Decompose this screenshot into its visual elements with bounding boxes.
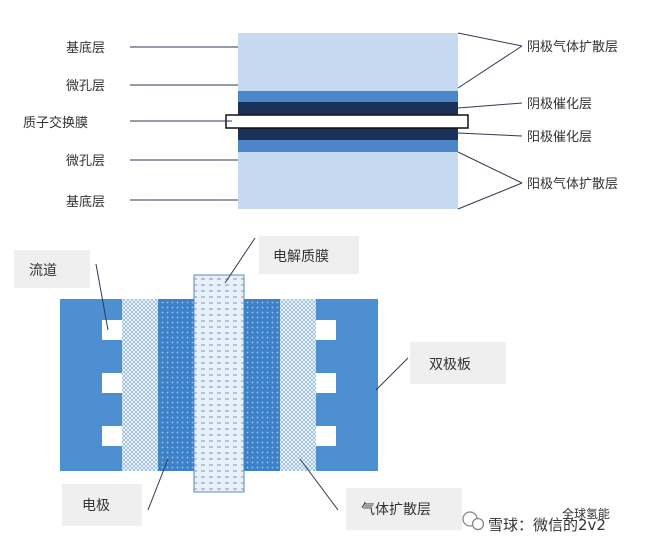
flow-channel-right-3 bbox=[316, 426, 336, 446]
label-bipolar-plate: 双极板 bbox=[429, 357, 471, 373]
label-box-gas-diffusion-layer bbox=[346, 488, 462, 530]
label-cathode-catalyst: 阴极催化层 bbox=[527, 97, 592, 112]
label-flow-channel: 流道 bbox=[29, 263, 57, 279]
catalyst-layer-cathode bbox=[238, 102, 458, 115]
top-right-labels: 阴极气体扩散层 阴极催化层 阳极催化层 阳极气体扩散层 bbox=[527, 39, 618, 192]
flow-channel-left-3 bbox=[102, 426, 122, 446]
electrode-right bbox=[244, 299, 280, 471]
label-anode-gdl: 阳极气体扩散层 bbox=[527, 176, 618, 192]
catalyst-layer-anode bbox=[238, 127, 458, 140]
top-left-labels: 基底层 微孔层 质子交换膜 微孔层 基底层 bbox=[23, 40, 105, 210]
label-box-bipolar-plate bbox=[410, 342, 506, 384]
flow-channel-left-2 bbox=[102, 373, 122, 393]
label-microporous-top: 微孔层 bbox=[66, 79, 105, 94]
watermark: 全球氢能 雪球：微信的2v2 bbox=[462, 506, 610, 534]
mea-cross-section bbox=[225, 33, 469, 209]
label-electrolyte-membrane: 电解质膜 bbox=[273, 249, 329, 265]
watermark-right: 雪球：微信的2v2 bbox=[488, 516, 606, 534]
flow-channel-left-1 bbox=[102, 320, 122, 340]
electrolyte-membrane bbox=[193, 274, 245, 493]
label-proton-exchange-membrane: 质子交换膜 bbox=[23, 115, 88, 131]
wechat-icon bbox=[462, 511, 485, 531]
label-substrate-top: 基底层 bbox=[66, 40, 105, 56]
label-electrode: 电极 bbox=[82, 498, 110, 514]
microporous-layer-bottom bbox=[238, 140, 458, 152]
label-box-electrolyte-membrane bbox=[259, 236, 359, 274]
label-substrate-bottom: 基底层 bbox=[66, 194, 105, 210]
top-right-leaders bbox=[457, 32, 523, 210]
flow-channel-right-2 bbox=[316, 373, 336, 393]
electrode-left bbox=[158, 299, 194, 471]
microporous-layer-top bbox=[238, 91, 458, 102]
gas-diffusion-layer-right bbox=[280, 299, 316, 471]
label-box-electrode bbox=[62, 484, 142, 526]
substrate-layer-bottom bbox=[238, 152, 458, 209]
flow-channel-right-1 bbox=[316, 320, 336, 340]
label-cathode-gdl: 阴极气体扩散层 bbox=[527, 39, 618, 55]
label-box-flow-channel bbox=[14, 250, 90, 288]
bottom-leaders bbox=[95, 237, 409, 511]
label-anode-catalyst: 阳极催化层 bbox=[527, 130, 592, 145]
top-left-leaders bbox=[130, 46, 238, 201]
fuel-cell-stack bbox=[60, 274, 378, 493]
label-gas-diffusion-layer: 气体扩散层 bbox=[361, 502, 431, 518]
watermark-left: 全球氢能 bbox=[562, 506, 610, 521]
gas-diffusion-layer-left bbox=[122, 299, 158, 471]
substrate-layer-top bbox=[238, 33, 458, 91]
label-microporous-bottom: 微孔层 bbox=[66, 154, 105, 169]
proton-exchange-membrane bbox=[225, 114, 469, 129]
